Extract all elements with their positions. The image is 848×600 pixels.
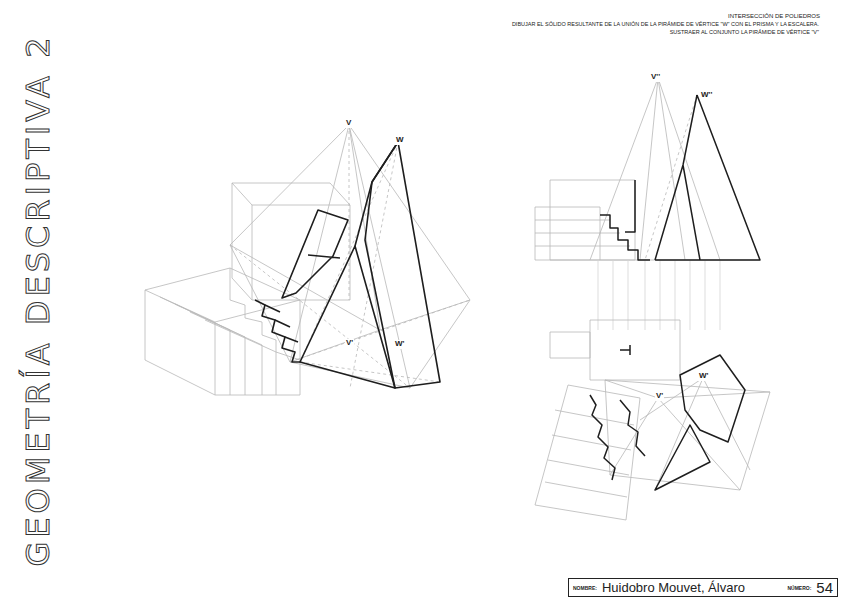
student-name: Huidobro Mouvet, Álvaro: [602, 580, 745, 595]
vertex-label: V': [655, 392, 664, 401]
instruction-text: DIBUJAR EL SÓLIDO RESULTANTE DE LA UNIÓN…: [511, 21, 820, 27]
vertex-label: W: [395, 136, 405, 145]
vertex-label: V'': [650, 73, 661, 82]
vertex-label: W': [698, 372, 709, 381]
vertex-label: W': [394, 340, 405, 349]
sheet-title: INTERSECCIÓN DE POLIEDROS: [728, 13, 820, 20]
title-block: NOMBRE: Huidobro Mouvet, Álvaro NÚMERO: 54: [568, 578, 838, 597]
field-caption: NOMBRE:: [573, 585, 597, 591]
vertex-label: V': [345, 339, 354, 348]
vertex-label: W'': [700, 91, 713, 100]
sheet-number: 54: [816, 579, 833, 596]
instruction-text: SUSTRAER AL CONJUNTO LA PIRÁMIDE DE VÉRT…: [669, 29, 820, 35]
field-caption: NÚMERO:: [787, 585, 811, 591]
sheet-banner: GEOMETRÍA DESCRIPTIVA 2: [18, 10, 58, 590]
vertex-label: V: [345, 119, 352, 128]
